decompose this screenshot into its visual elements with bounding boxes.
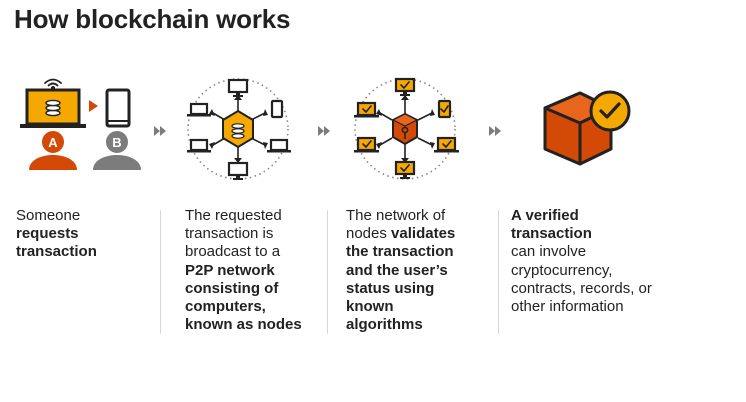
transfer-arrow-icon (89, 100, 98, 112)
step-2-bold: P2P network consisting of computers, kno… (185, 261, 302, 334)
step-3-description: The network of nodes validates the trans… (346, 207, 474, 334)
step-4-text: can involve cryptocurrency, contracts, r… (511, 243, 652, 316)
step-4-bold: A verified transaction (511, 207, 592, 243)
page-title: How blockchain works (14, 4, 291, 34)
step-1-description: Someone requests transaction (16, 207, 141, 262)
badge-a-label: A (48, 135, 58, 150)
p2p-network-icon (187, 78, 291, 180)
verified-block-icon (543, 90, 631, 166)
arrow-icon (154, 126, 166, 136)
step-1-text: Someone (16, 207, 81, 224)
step-1-bold: requests transaction (16, 225, 97, 261)
divider (160, 210, 161, 334)
step-3-bold: validates the transaction and the user’s… (346, 225, 456, 334)
validation-network-icon (354, 77, 459, 180)
laptop-icon (20, 88, 86, 128)
step-3-text: The network of nodes (346, 207, 446, 243)
divider (327, 210, 328, 334)
person-a-icon: A (29, 129, 77, 170)
person-b-icon: B (93, 129, 141, 170)
arrow-icon (318, 126, 330, 136)
wifi-icon (44, 78, 62, 91)
step-2-text: The requested transaction is broadcast t… (185, 207, 282, 261)
badge-b-label: B (112, 135, 121, 150)
phone-icon (105, 88, 131, 128)
step-2-description: The requested transaction is broadcast t… (185, 207, 303, 334)
arrow-icon (489, 126, 501, 136)
divider (498, 210, 499, 334)
